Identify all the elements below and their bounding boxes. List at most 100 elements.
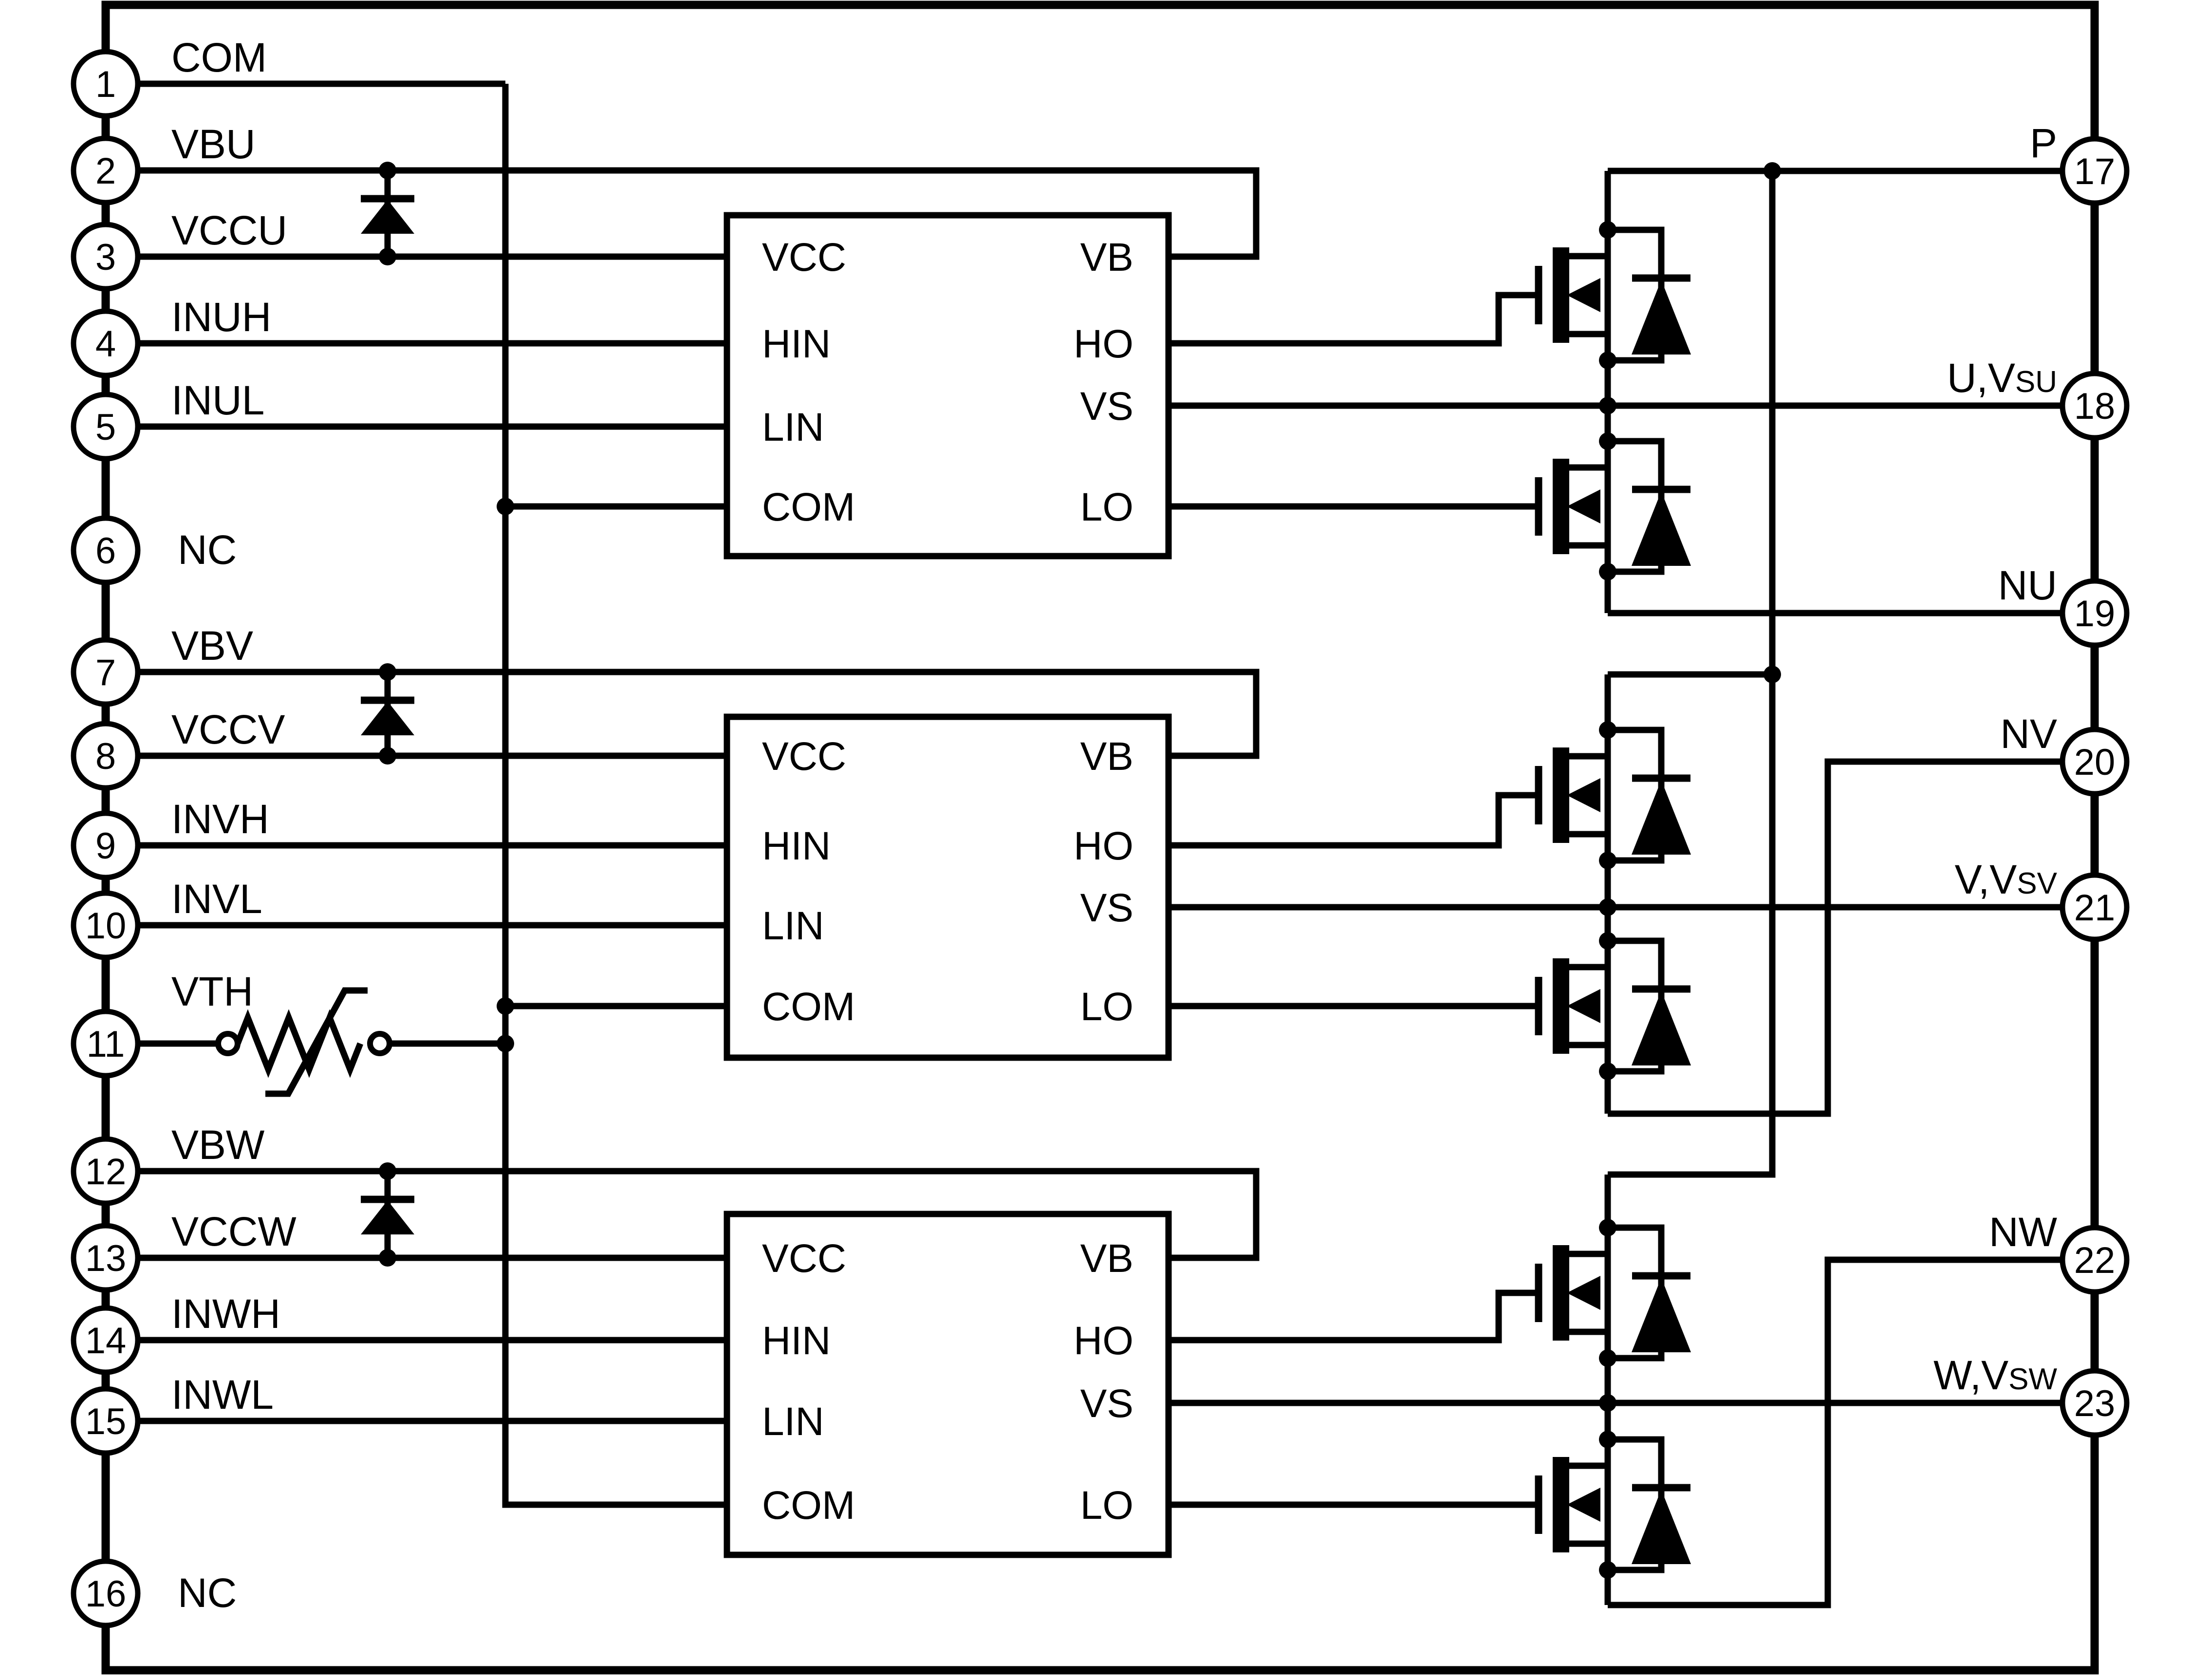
- right-pins: 17 18 19 20 21 22 23: [2060, 136, 2130, 1438]
- wire-nv: [1608, 758, 2062, 1117]
- wire-vbu: [138, 167, 1260, 260]
- port-label: VB: [1080, 1236, 1133, 1281]
- pin-number: 3: [95, 237, 116, 278]
- pin-number: 23: [2074, 1383, 2116, 1424]
- pin-18: 18: [2060, 371, 2130, 441]
- pin-22: 22: [2060, 1225, 2130, 1295]
- junction-dot: [379, 1249, 396, 1267]
- port-label: VB: [1080, 734, 1133, 779]
- pin-label: INWL: [171, 1372, 274, 1418]
- pin-number: 1: [95, 64, 116, 105]
- pin-circle: [71, 890, 141, 960]
- pin-label: NW: [1989, 1209, 2057, 1255]
- pin-label: INVH: [171, 796, 269, 842]
- mosfet-v-high-icon: [1539, 721, 1691, 869]
- pin-14: 14: [71, 1305, 141, 1375]
- pin-label: INUL: [171, 377, 264, 423]
- pin-number: 21: [2074, 887, 2116, 929]
- pin-number: 10: [85, 905, 127, 947]
- terminal-circle: [367, 1031, 392, 1056]
- pin-19: 19: [2060, 578, 2130, 648]
- pin-17: 17: [2060, 136, 2130, 206]
- pin-number: 7: [95, 652, 116, 693]
- port-label: COM: [762, 985, 855, 1029]
- junction-dot: [1764, 666, 1781, 683]
- pin-label: W,VSW: [1933, 1352, 2057, 1398]
- pin-label: P: [2030, 120, 2057, 166]
- pin-number: 11: [87, 1024, 125, 1065]
- bootstrap-diode-w: [361, 1162, 414, 1267]
- pin-label: NU: [1998, 562, 2057, 608]
- pin-circle: [71, 308, 141, 378]
- pin-2: 2: [71, 135, 141, 205]
- port-label: HIN: [762, 322, 831, 366]
- port-label: LIN: [762, 1400, 824, 1444]
- pin-number: 22: [2074, 1240, 2116, 1281]
- resistor-zigzag: [234, 1009, 364, 1078]
- pin-label: VCCV: [171, 707, 285, 752]
- port-label: COM: [762, 1483, 855, 1528]
- pin-circle: [71, 1386, 141, 1456]
- junction-dots: [497, 162, 1781, 1412]
- pin-number: 2: [95, 150, 116, 192]
- pin-number: 5: [95, 407, 116, 448]
- pin-circle: [2060, 1368, 2130, 1438]
- pin-label: VCCW: [171, 1209, 297, 1254]
- port-label: VB: [1080, 235, 1133, 280]
- pin-number: 4: [95, 323, 116, 365]
- pin-6: 6: [71, 515, 141, 585]
- pin-1: 1: [71, 49, 141, 119]
- pin-circle: [2060, 578, 2130, 648]
- pin-15: 15: [71, 1386, 141, 1456]
- port-label: LIN: [762, 904, 824, 948]
- pin-number: 19: [2074, 593, 2116, 635]
- junction-dot: [379, 747, 396, 765]
- wire-p-bus: [1608, 171, 1776, 1178]
- junction-dot: [497, 997, 514, 1015]
- mosfet-w-high-icon: [1539, 1219, 1691, 1367]
- bootstrap-diode-v: [361, 663, 414, 765]
- diode-triangle-icon: [361, 1200, 414, 1234]
- pin-number: 14: [85, 1320, 127, 1362]
- pin-number: 20: [2074, 742, 2116, 783]
- port-label: VCC: [762, 235, 846, 280]
- port-label: HO: [1074, 1319, 1133, 1363]
- port-label: VCC: [762, 734, 846, 779]
- pin-5: 5: [71, 392, 141, 462]
- pin-circle: [2060, 872, 2130, 942]
- pin-circle: [71, 1008, 141, 1079]
- port-label: HIN: [762, 824, 831, 868]
- pin-label: NC: [178, 527, 237, 573]
- thermistor-icon: [215, 987, 392, 1097]
- mosfet-w-low-icon: [1539, 1431, 1691, 1579]
- port-label: HO: [1074, 322, 1133, 366]
- port-label: LO: [1080, 1483, 1133, 1528]
- pin-3: 3: [71, 222, 141, 292]
- pin-circle: [2060, 136, 2130, 206]
- junction-dot: [497, 498, 514, 515]
- pin-label: INVL: [171, 876, 262, 922]
- junction-dot: [379, 162, 396, 179]
- pin-label: INUH: [171, 294, 271, 340]
- pin-circle: [71, 515, 141, 585]
- pin-16: 16: [71, 1558, 141, 1628]
- pin-circle: [71, 222, 141, 292]
- port-label: LO: [1080, 485, 1133, 529]
- port-label: VS: [1080, 1381, 1133, 1426]
- pin-10: 10: [71, 890, 141, 960]
- wire-com-bus: [502, 84, 727, 1508]
- right-pin-labels: P U,VSU NU NV V,VSV NW W,VSW: [1933, 120, 2058, 1398]
- driver-box: [724, 212, 1172, 560]
- pin-circle: [71, 1558, 141, 1628]
- pin-label: NV: [2000, 711, 2057, 757]
- wire-nw: [1608, 1256, 2062, 1608]
- junction-dot: [379, 1162, 396, 1180]
- pin-circle: [71, 49, 141, 119]
- pin-13: 13: [71, 1223, 141, 1293]
- wire-vbv: [138, 669, 1260, 759]
- pin-circle: [71, 1223, 141, 1293]
- pin-circle: [2060, 727, 2130, 797]
- pin-label: VBW: [171, 1122, 264, 1168]
- pin-number: 13: [85, 1238, 127, 1279]
- junction-dot: [379, 663, 396, 681]
